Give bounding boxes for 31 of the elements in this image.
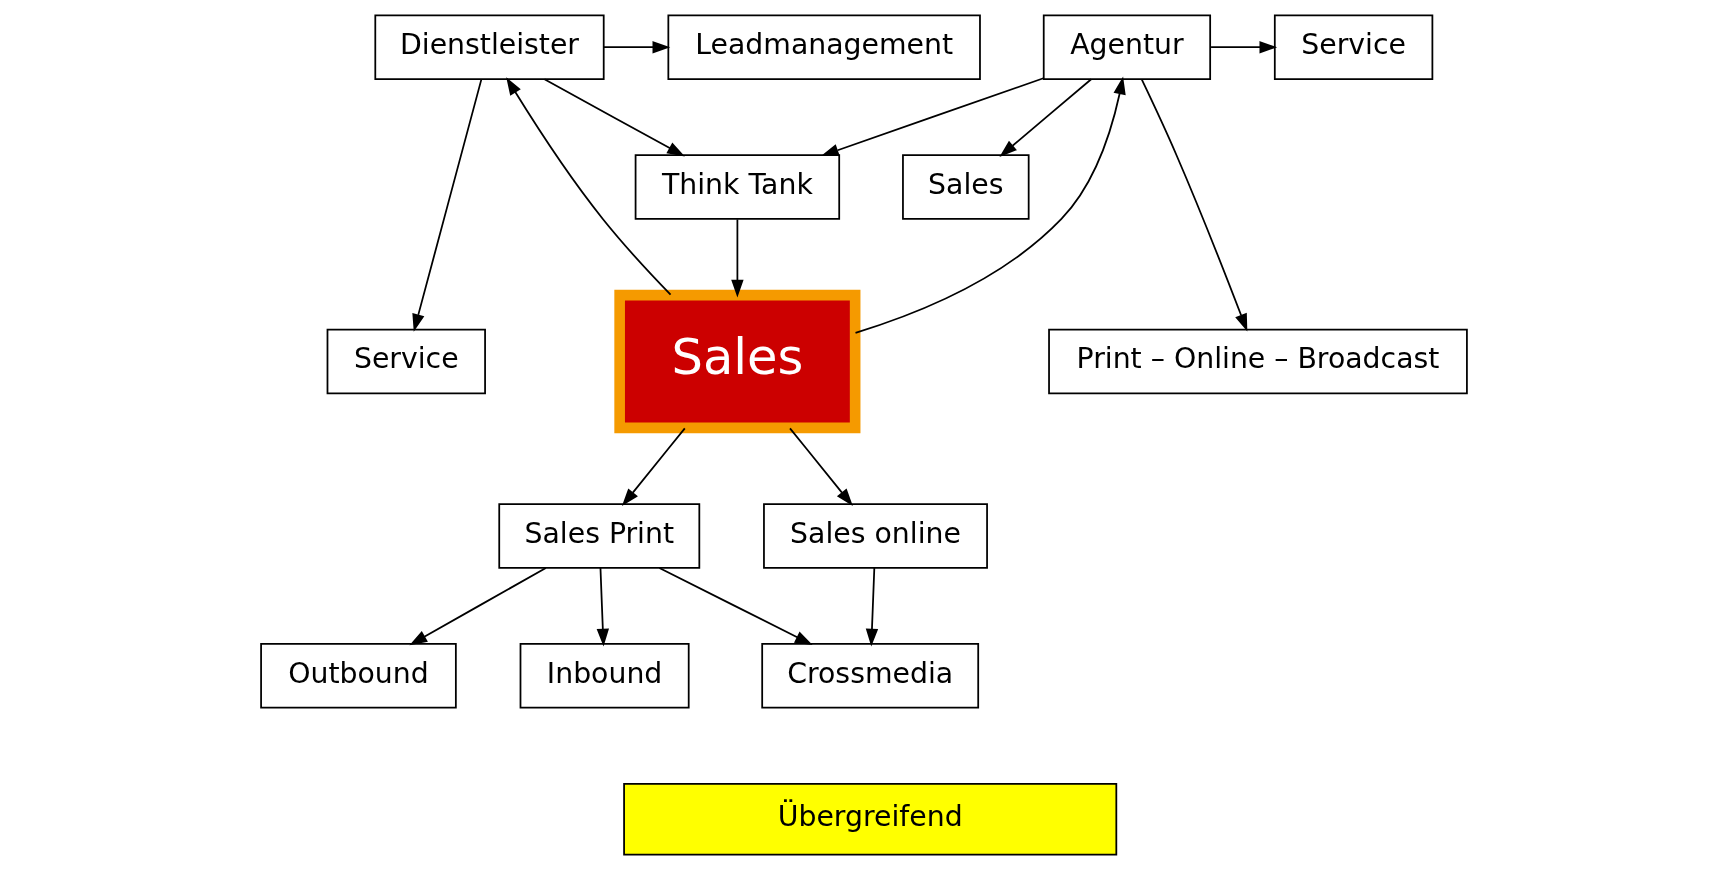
node-box: Agentur <box>1042 14 1212 80</box>
arrow <box>543 78 685 157</box>
node-box: Think Tank <box>634 154 841 220</box>
node-box: Sales Print <box>498 503 701 569</box>
arrow <box>409 567 547 646</box>
arrow <box>603 41 671 54</box>
node-box: Outbound <box>260 643 457 709</box>
arrow <box>596 567 610 647</box>
arrow <box>865 567 879 647</box>
arrow <box>789 427 853 507</box>
node-box: Inbound <box>519 643 690 709</box>
node-box: Service <box>1273 14 1434 80</box>
arrow <box>506 77 672 296</box>
node-box: Service <box>326 328 486 395</box>
arrow <box>621 427 686 507</box>
arrow <box>821 77 1045 157</box>
arrow <box>731 218 744 298</box>
node-box: Dienstleister <box>374 14 605 80</box>
node-box: Print – Online – Broadcast <box>1048 328 1468 395</box>
arrow <box>658 567 813 646</box>
node-box: Sales <box>614 289 861 434</box>
node-box: Übergreifend <box>623 782 1118 856</box>
arrow <box>1210 41 1278 54</box>
node-box: Crossmedia <box>761 643 980 709</box>
arrow <box>412 78 483 332</box>
node-box: Sales online <box>763 503 988 569</box>
node-box: Leadmanagement <box>667 14 981 80</box>
arrow <box>854 76 1126 334</box>
arrow <box>999 78 1093 157</box>
arrow <box>1140 78 1248 332</box>
node-box: Sales <box>902 154 1030 220</box>
